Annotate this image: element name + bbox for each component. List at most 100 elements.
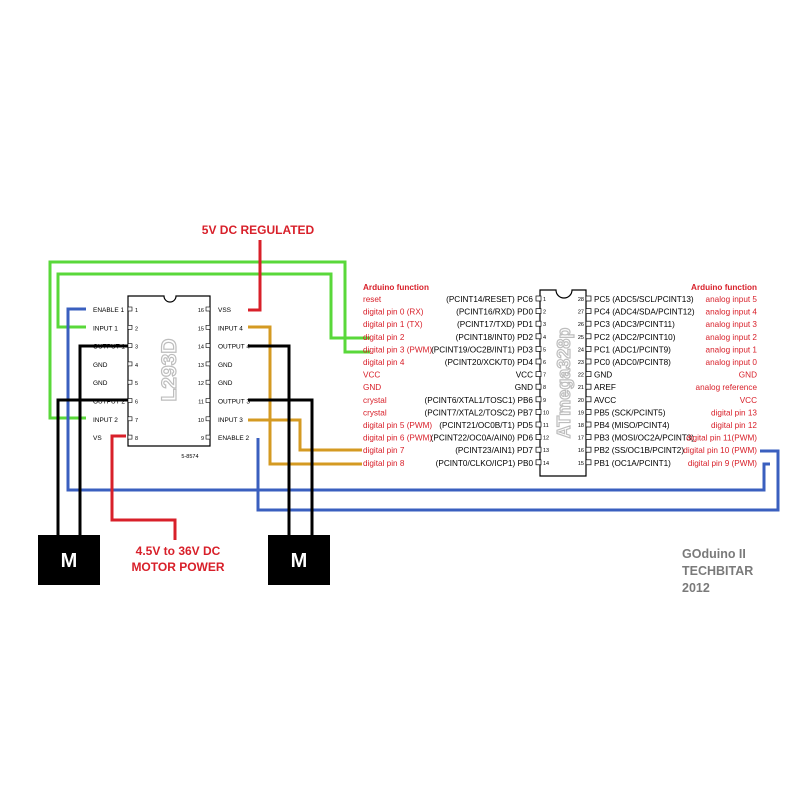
atmega328p-chip: ATmega328p Arduino function Arduino func… [363, 283, 758, 477]
arduino-function-label: digital pin 6 (PWM) [363, 434, 432, 443]
atmega-pin-box [535, 396, 542, 403]
atmega-pin-number: 11 [543, 423, 549, 429]
atmega-pin-box [535, 446, 542, 453]
motor-left-label: M [61, 550, 78, 572]
arduino-function-label: digital pin 9 (PWM) [688, 459, 757, 468]
arduino-function-label: crystal [363, 396, 387, 405]
atmega-pin-name: GND [594, 371, 612, 380]
atmega-pin-box [535, 434, 542, 440]
credit-line-3: 2012 [682, 581, 710, 595]
atmega-pin-number: 14 [543, 461, 549, 467]
arduino-function-label: analog input 0 [706, 358, 758, 367]
atmega-pin-name: VCC [516, 371, 533, 380]
atmega-pin-box [585, 346, 592, 352]
atmega-pin-number: 13 [543, 448, 549, 454]
l293d-pin-number: 15 [198, 326, 204, 332]
atmega-pin-number: 5 [543, 347, 546, 353]
atmega-pin-number: 18 [578, 423, 584, 429]
l293d-pin-number: 8 [135, 436, 138, 442]
wire-green-input1-pd2 [56, 272, 370, 340]
atmega-pin-name: PB4 (MISO/PCINT4) [594, 421, 670, 430]
l293d-pin-box [127, 343, 133, 348]
arduino-function-label: digital pin 8 [363, 459, 405, 468]
atmega-pin-name: PB2 (SS/OC1B/PCINT2) [594, 446, 684, 455]
atmega-pin-box [535, 308, 542, 314]
l293d-pin-box [127, 306, 133, 312]
arduino-function-label: digital pin 11(PWM) [686, 434, 757, 443]
arduino-function-label: GND [739, 371, 757, 380]
atmega-pin-box [585, 295, 592, 302]
atmega-pin-name: PC5 (ADC5/SCL/PCINT13) [594, 295, 694, 304]
l293d-pin-box [127, 398, 133, 403]
arduino-function-label: GND [363, 383, 381, 392]
atmega-pin-box [585, 459, 592, 466]
arduino-function-label: analog reference [696, 383, 758, 392]
arduino-function-label: digital pin 13 [711, 408, 757, 417]
atmega-pin-number: 19 [578, 410, 584, 416]
atmega-pin-number: 10 [543, 410, 549, 416]
wire-black-output3 [248, 398, 314, 535]
wire-black-output2 [56, 398, 128, 535]
wire-black-output1 [78, 344, 128, 535]
l293d-pin-label: ENABLE 1 [93, 307, 124, 314]
l293d-pin-box [205, 398, 211, 403]
arduino-function-label: analog input 4 [706, 308, 758, 317]
atmega-pin-number: 27 [578, 310, 584, 316]
l293d-pin-label: INPUT 4 [218, 325, 243, 332]
l293d-pin-label: VS [93, 435, 102, 442]
atmega-pin-box [585, 446, 592, 453]
atmega-pin-number: 22 [578, 373, 584, 379]
atmega-body [539, 289, 587, 477]
atmega-pin-name: (PCINT14/RESET) PC6 [446, 295, 533, 304]
atmega-pin-name: (PCINT16/RXD) PD0 [456, 308, 533, 317]
atmega-pin-box [585, 421, 592, 428]
l293d-pin-box [205, 361, 211, 367]
arduino-function-label: analog input 1 [706, 345, 758, 354]
atmega-pin-number: 9 [543, 398, 546, 404]
credit-line-2: TECHBITAR [682, 564, 753, 578]
motor-left: M [38, 535, 100, 585]
atmega-pin-number: 23 [578, 360, 584, 366]
l293d-pin-number: 10 [198, 418, 204, 424]
arduino-function-label: crystal [363, 408, 387, 417]
l293d-pin-number: 7 [135, 418, 138, 424]
motor-power-label-line1: 4.5V to 36V DC [136, 544, 221, 558]
wire-green-input2-pd3 [48, 260, 370, 420]
atmega-pin-number: 24 [578, 347, 584, 353]
l293d-pin-label: OUTPUT 4 [218, 344, 250, 351]
l293d-pin-label: INPUT 2 [93, 417, 118, 424]
arduino-function-label: analog input 5 [706, 295, 758, 304]
atmega-pin-name: (PCINT23/AIN1) PD7 [455, 446, 533, 455]
l293d-pin-label: GND [218, 362, 233, 369]
atmega-pin-box [585, 333, 592, 340]
arduino-function-label: digital pin 12 [711, 421, 757, 430]
credit-line-1: GOduino II [682, 547, 746, 561]
arduino-function-label: digital pin 0 (RX) [363, 308, 424, 317]
l293d-pin-box [205, 379, 211, 385]
atmega-pin-box [585, 434, 592, 440]
l293d-pin-box [127, 434, 133, 440]
atmega-pin-box [585, 358, 592, 365]
wires [48, 240, 780, 540]
atmega-pin-box [535, 346, 542, 352]
atmega-pin-name: PC1 (ADC1/PCINT9) [594, 345, 671, 354]
atmega-pin-box [535, 295, 542, 302]
l293d-pin-number: 5 [135, 381, 138, 387]
right-function-header: Arduino function [691, 283, 757, 292]
l293d-pin-number: 13 [198, 363, 204, 369]
l293d-pin-number: 3 [135, 345, 138, 351]
atmega-pin-name: (PCINT18/INT0) PD2 [456, 333, 534, 342]
atmega-pin-box [535, 409, 542, 415]
atmega-pin-number: 20 [578, 398, 584, 404]
atmega-pin-box [535, 358, 542, 365]
l293d-pin-number: 11 [198, 400, 204, 406]
atmega-pin-number: 25 [578, 335, 584, 341]
wire-red-vss [248, 240, 262, 312]
arduino-function-label: digital pin 3 (PWM) [363, 345, 432, 354]
atmega-pin-box [535, 320, 542, 327]
arduino-function-label: analog input 2 [706, 333, 758, 342]
motor-right: M [268, 535, 330, 585]
wire-blue-enable1-pb1 [66, 307, 770, 492]
